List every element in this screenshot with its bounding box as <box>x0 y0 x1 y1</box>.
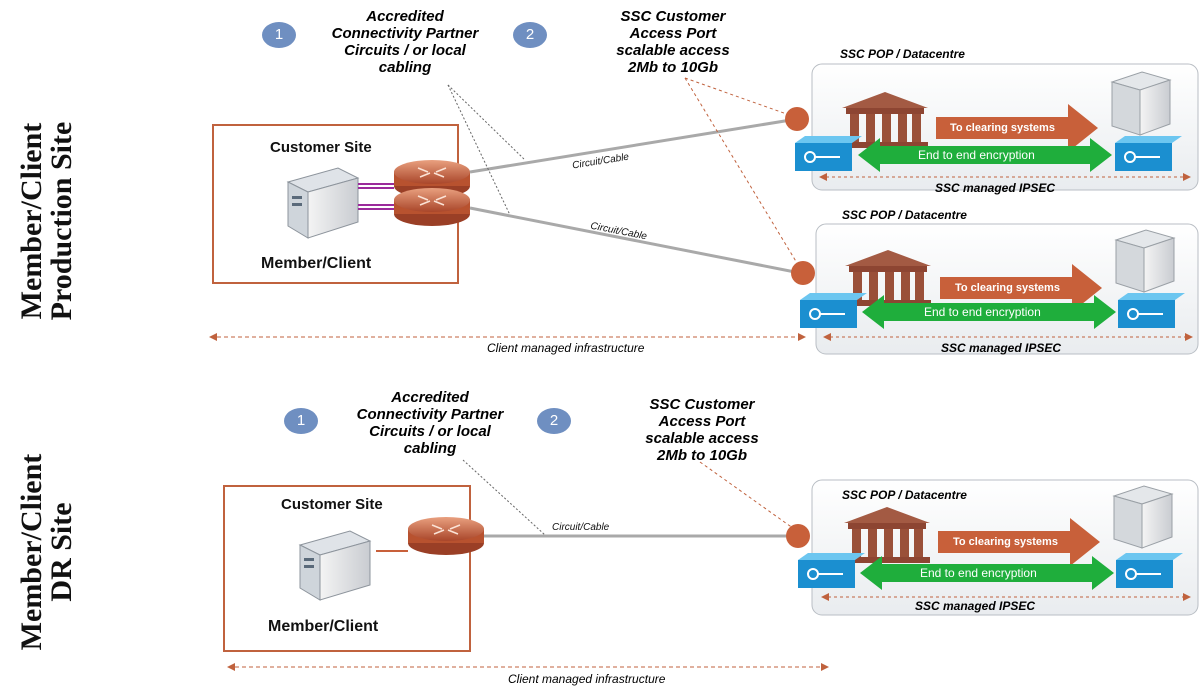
encryption-label: End to end encryption <box>918 148 1035 162</box>
datacentre-server-icon <box>1112 485 1174 549</box>
ipsec-label: SSC managed IPSEC <box>915 599 1036 613</box>
netscreen-icon <box>795 136 862 171</box>
encryption-label: End to end encryption <box>924 305 1041 319</box>
router-icon <box>408 517 484 555</box>
clearing-arrow <box>938 518 1100 566</box>
encryption-arrow <box>858 138 1112 172</box>
partner-note: Accredited Connectivity Partner Circuits… <box>331 8 479 76</box>
access-port-dot <box>791 261 815 285</box>
customer-site-title: Customer Site <box>270 139 372 156</box>
access-port-dot <box>785 107 809 131</box>
clearing-label: To clearing systems <box>955 282 1060 294</box>
pop-title: SSC POP / Datacentre <box>840 47 965 61</box>
netscreen-icon <box>1118 293 1185 328</box>
ipsec-label: SSC managed IPSEC <box>941 341 1062 355</box>
clearing-arrow <box>940 264 1102 312</box>
pop-panel <box>795 63 1199 191</box>
pop-panel <box>798 479 1199 616</box>
client-infrastructure-label: Client managed infrastructure <box>487 341 645 355</box>
netscreen-icon <box>1116 553 1183 588</box>
bank-building-icon <box>842 92 928 148</box>
access-port-dot <box>786 524 810 548</box>
ipsec-label: SSC managed IPSEC <box>935 181 1056 195</box>
clearing-label: To clearing systems <box>950 122 1055 134</box>
clearing-arrow <box>936 104 1098 152</box>
netscreen-icon <box>798 553 865 588</box>
encryption-label: End to end encryption <box>920 566 1037 580</box>
production-side-label: Member/Client Production Site <box>15 121 78 321</box>
cable-line <box>469 117 798 174</box>
netscreen-icon <box>800 293 867 328</box>
customer-site-title: Customer Site <box>281 496 383 513</box>
encryption-arrow <box>862 295 1116 329</box>
customer-server-icon <box>286 167 360 239</box>
encryption-arrow <box>860 556 1114 590</box>
partner-note: Accredited Connectivity Partner Circuits… <box>356 389 504 457</box>
cable-line <box>469 206 801 275</box>
cable-label: Circuit/Cable <box>552 522 610 533</box>
netscreen-icon <box>1115 136 1182 171</box>
datacentre-server-icon <box>1110 71 1172 136</box>
access-port-note: SSC Customer Access Port scalable access… <box>616 8 730 76</box>
step-1-badge: 1 <box>284 408 318 434</box>
datacentre-server-icon <box>1114 229 1176 293</box>
access-port-note: SSC Customer Access Port scalable access… <box>645 396 759 464</box>
member-client-label: Member/Client <box>261 255 372 272</box>
step-2-badge: 2 <box>513 22 547 48</box>
dr-side-label: Member/Client DR Site <box>15 453 78 651</box>
member-client-label: Member/Client <box>268 618 379 635</box>
step-1-badge: 1 <box>262 22 296 48</box>
dr-section <box>223 459 1199 671</box>
production-section <box>209 63 1199 355</box>
bank-building-icon <box>844 507 930 563</box>
client-infrastructure-label: Client managed infrastructure <box>508 672 666 686</box>
router-icon <box>394 188 470 226</box>
clearing-label: To clearing systems <box>953 536 1058 548</box>
customer-server-icon <box>298 530 372 601</box>
pop-title: SSC POP / Datacentre <box>842 208 967 222</box>
step-2-badge: 2 <box>537 408 571 434</box>
pop-title: SSC POP / Datacentre <box>842 488 967 502</box>
pop-panel <box>800 223 1199 355</box>
